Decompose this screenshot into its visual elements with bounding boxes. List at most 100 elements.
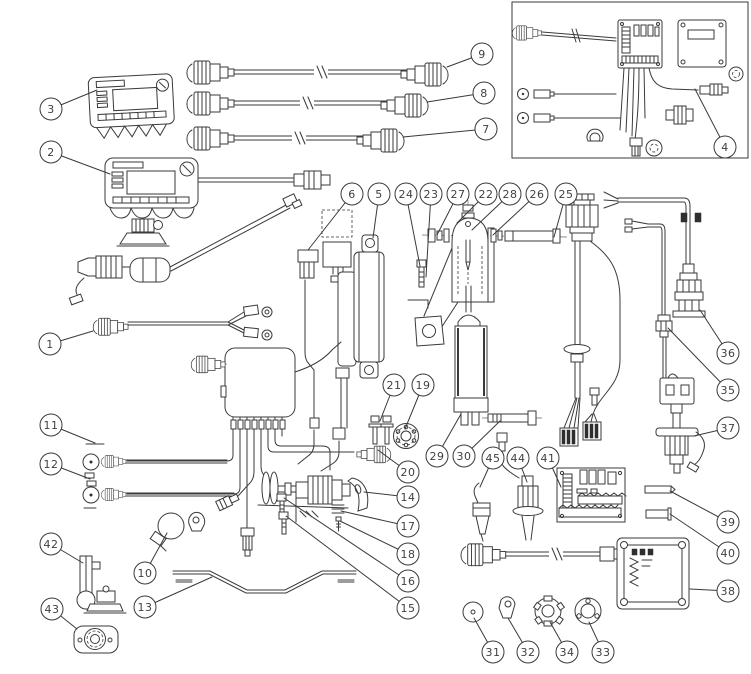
balloon-number: 33 [596, 646, 611, 659]
balloon-number: 4 [721, 141, 729, 154]
connector-plug-20 [356, 445, 392, 464]
balloon-circle [411, 373, 435, 397]
saddle-strap-14 [347, 477, 369, 512]
balloon-circle [40, 597, 64, 621]
inset-power-cable [512, 25, 617, 43]
balloon-number: 16 [401, 575, 416, 588]
balloon-number: 35 [721, 384, 736, 397]
balloon-circle [474, 117, 498, 141]
inset-valve-fitting [665, 105, 694, 125]
leader-line [405, 193, 421, 267]
bottom-cable-assembly [460, 543, 625, 567]
orifice-ring-33 [574, 597, 602, 625]
callout-31-washer-disc: 31 [473, 617, 505, 664]
balloon-circle [425, 444, 449, 468]
balloon-circle [396, 485, 420, 509]
control-cylinder-29 [453, 285, 489, 426]
balloon-number: 18 [401, 548, 416, 561]
balloon-number: 31 [486, 646, 501, 659]
balloon-number: 37 [721, 422, 736, 435]
balloon-number: 23 [424, 188, 439, 201]
console-cable-connector [293, 170, 331, 190]
extension-cable-a [186, 60, 449, 87]
balloon-circle [39, 452, 63, 476]
balloon-circle [506, 446, 530, 470]
balloon-number: 6 [348, 188, 356, 201]
leader-line [307, 193, 353, 251]
washer-26 [490, 228, 503, 243]
balloon-circle [419, 182, 443, 206]
valve-assembly [261, 471, 351, 505]
leader-line [144, 576, 213, 608]
balloon-circle [396, 596, 420, 620]
callout-30-hex-bolt-long: 30 [452, 420, 501, 468]
retainer-clip-32 [498, 596, 516, 619]
balloon-circle [367, 182, 391, 206]
balloon-number: 13 [138, 601, 153, 614]
balloon-number: 30 [457, 450, 472, 463]
leader-line [285, 515, 409, 609]
circuit-board-41 [556, 467, 627, 523]
balloon-number: 2 [47, 146, 55, 159]
balloon-circle [472, 81, 496, 105]
junction-input-plug [190, 355, 227, 374]
pressure-sensor-37 [655, 427, 705, 474]
callout-3-console-compact: 3 [39, 89, 98, 121]
balloon-number: 22 [479, 188, 494, 201]
inset-right-cable [699, 83, 729, 96]
balloon-number: 14 [401, 491, 416, 504]
balloon-number: 26 [530, 188, 545, 201]
balloon-circle [525, 182, 549, 206]
bent-bar-13 [172, 570, 357, 594]
inset-grommet-1 [517, 88, 617, 100]
callout-4-console-harness-kit: 4 [694, 88, 737, 159]
callout-25-clevis-rod: 25 [553, 182, 578, 238]
balloon-circle [396, 569, 420, 593]
inset-grommet-2 [517, 112, 621, 124]
console-compact [87, 73, 175, 140]
balloon-circle [713, 135, 737, 159]
inset-bottom-plug [629, 137, 643, 157]
inset-ring-washer [728, 66, 744, 82]
callout-32-retainer-clip: 32 [507, 617, 540, 664]
clevis-rod-25 [504, 228, 561, 244]
callout-14-saddle-strap: 14 [363, 485, 420, 509]
callout-44-sensor-plug: 44 [506, 446, 530, 483]
extension-cable-c [186, 126, 405, 153]
power-plug-assembly [68, 193, 303, 306]
inset-panel [511, 1, 749, 159]
set-screw-18 [335, 516, 342, 532]
balloon-circle [452, 444, 476, 468]
angled-connector [215, 493, 240, 512]
balloon-circle [394, 182, 418, 206]
washer-set-17 [331, 504, 345, 514]
callout-37-pressure-sensor: 37 [693, 416, 740, 440]
callout-9-extension-cable-a: 9 [446, 42, 494, 68]
callout-17-washer-set: 17 [340, 510, 420, 538]
inset-grommet-ring [645, 139, 663, 157]
callout-24-bolt: 24 [394, 182, 421, 267]
elbow-connector [297, 249, 320, 465]
callout-10-hose-clamp: 10 [133, 532, 168, 585]
battery-cable-assembly [92, 304, 273, 341]
callout-29-control-cylinder: 29 [425, 413, 462, 468]
sensor-cable-row-2 [82, 486, 235, 509]
balloon-number: 40 [721, 547, 736, 560]
balloon-number: 1 [46, 338, 54, 351]
vertical-connector [240, 527, 255, 557]
balloon-number: 34 [560, 646, 575, 659]
inset-wire-bundle [619, 67, 699, 141]
balloon-number: 32 [521, 646, 536, 659]
balloon-number: 19 [416, 379, 431, 392]
callout-15-hex-bolt-lower: 15 [285, 515, 420, 620]
hex-bolt-15 [278, 511, 289, 535]
nut-28 [461, 204, 475, 227]
spade-cable-35 [624, 218, 673, 379]
balloon-circle [555, 640, 579, 664]
balloon-circle [716, 341, 740, 365]
balloon-number: 20 [401, 466, 416, 479]
callout-11-sensor-cable-1: 11 [39, 413, 96, 444]
callout-39-roll-pin-long: 39 [669, 490, 740, 534]
